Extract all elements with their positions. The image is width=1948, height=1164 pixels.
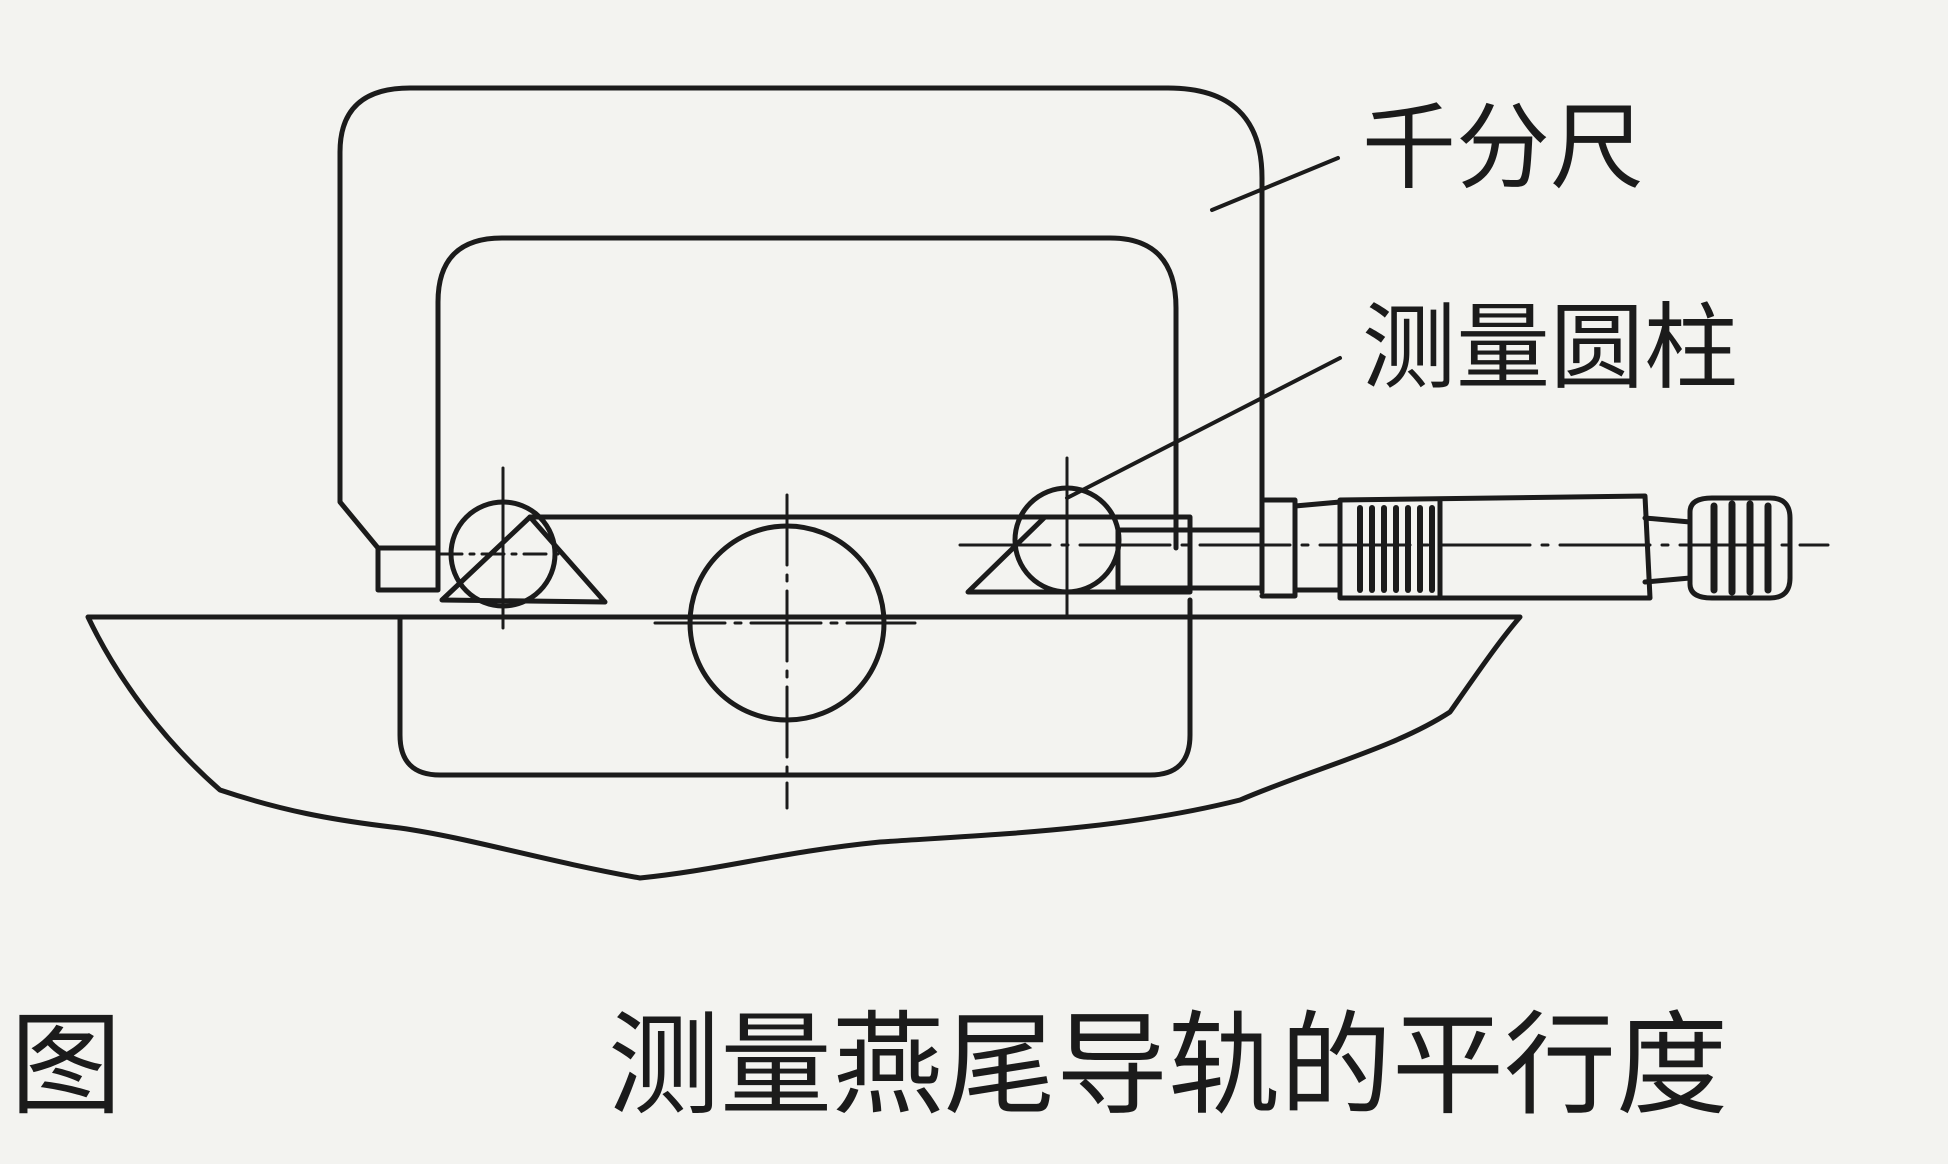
micrometer-sleeve [1259,497,1298,599]
dovetail-slide [397,597,1193,778]
micrometer-ratchet [1687,495,1793,601]
cylinder-leader [1065,356,1342,500]
machine-base [85,614,1523,881]
micrometer-ratchet-neck [1642,515,1693,585]
micrometer-label: 千分尺 [1362,94,1645,203]
ratchet-knurl [1710,500,1772,596]
right-dovetail-wedge [965,514,1193,595]
micrometer-frame-inner [435,235,1179,551]
micrometer-spindle [1115,527,1265,591]
figure-caption-title: 测量燕尾导轨的平行度 [608,1001,1728,1131]
micrometer-thimble [1337,493,1653,601]
figure-caption-prefix: 图 [10,1001,122,1131]
thimble-graduation [1357,505,1435,593]
micrometer-anvil [375,545,441,593]
measuring-cylinder-label: 测量圆柱 [1362,294,1739,403]
micrometer-leader [1210,156,1340,212]
micrometer-frame-outer [337,85,1265,595]
center-lines [438,456,1830,810]
